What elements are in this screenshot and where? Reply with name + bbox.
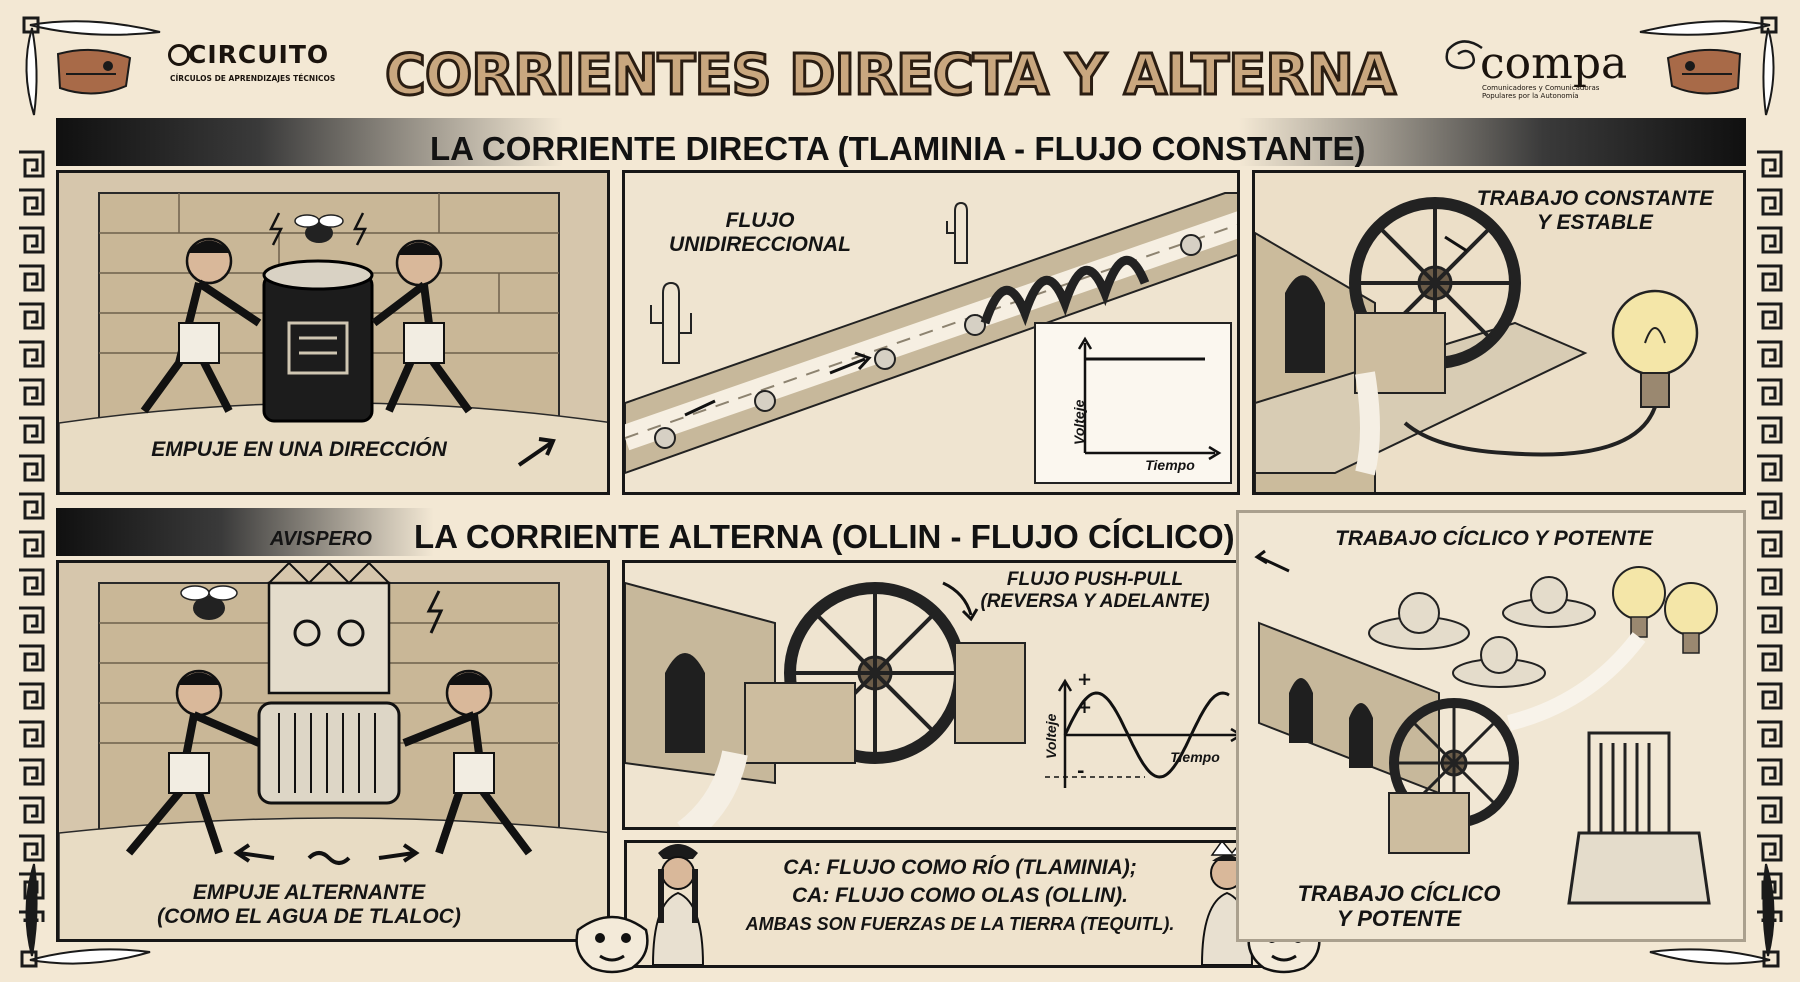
compa-swirl-icon [1445, 40, 1483, 70]
ac-graph-ylabel: Volteje [1043, 713, 1059, 759]
light-bulb-icon [1664, 582, 1718, 654]
dc-push-panel: EMPUJE EN UNA DIRECCIÓN [56, 170, 610, 495]
millstone-icon [1368, 576, 1596, 688]
dc-section-title: LA CORRIENTE DIRECTA (TLAMINIA - FLUJO C… [430, 130, 1366, 167]
ac-section-title: LA CORRIENTE ALTERNA (OLLIN - FLUJO CÍCL… [414, 518, 1235, 555]
dc-flow-caption-line2: UNIDIRECCIONAL [669, 233, 851, 257]
xiuhcoatl-head-icon [1666, 48, 1742, 95]
dc-work-caption-line2: Y ESTABLE [1537, 211, 1653, 235]
serpent-icon [980, 256, 1150, 327]
compa-logo: compa Comunicadores y Comunicadoras Popu… [1442, 34, 1632, 100]
feather-icon [20, 863, 151, 968]
cactus-icon [650, 281, 692, 364]
feather-icon [22, 16, 161, 116]
ac-graph-plus-mark-2: + [1077, 697, 1092, 718]
circuito-logo: CIRCUITO CÍRCULOS DE APRENDIZAJES TÉCNIC… [168, 40, 336, 90]
circuito-logo-name: CIRCUITO [188, 40, 330, 69]
generator-coil [257, 701, 401, 805]
loom-icon [1567, 731, 1711, 905]
ancient-figure-left [125, 669, 261, 856]
ac-push-caption-line2: (COMO EL AGUA DE TLALOC) [157, 905, 461, 929]
ac-work-caption-bottom: TRABAJO CÍCLICO Y POTENTE [1289, 881, 1509, 932]
summary-line1: CA: FLUJO COMO RÍO (TLAMINIA); [783, 856, 1137, 879]
xiuhcoatl-head-icon [56, 48, 132, 95]
ac-flow-panel: + + - FLUJO PUSH-PULL (REVERSA Y ADELANT… [622, 560, 1240, 830]
ac-work-caption-bottom-line1: TRABAJO CÍCLICO [1297, 881, 1501, 906]
dc-work-panel: TRABAJO CONSTANTE Y ESTABLE [1252, 170, 1746, 495]
light-bulb-icon [1612, 566, 1666, 638]
dc-graph-ylabel: Volteje [1071, 399, 1087, 445]
ancient-figure-left [140, 237, 262, 414]
water-wheel-icon [1349, 197, 1521, 369]
ac-work-caption-bottom-line2: Y POTENTE [1336, 906, 1462, 932]
dc-title-band [56, 118, 1746, 166]
dc-flow-illustration [625, 173, 1237, 492]
compa-logo-name: compa [1480, 38, 1628, 89]
ac-push-caption: EMPUJE ALTERNANTE (COMO EL AGUA DE TLALO… [79, 881, 539, 929]
dc-work-caption: TRABAJO CONSTANTE Y ESTABLE [1445, 187, 1743, 235]
dc-work-caption-line1: TRABAJO CONSTANTE [1476, 187, 1714, 210]
ac-work-panel: TRABAJO CÍCLICO Y POTENTE TRABAJO CÍCLIC… [1236, 510, 1746, 942]
feather-icon [1639, 16, 1778, 116]
dc-push-caption: EMPUJE EN UNA DIRECCIÓN [151, 438, 447, 461]
circuito-ring-icon [168, 44, 190, 66]
summary-text: CA: FLUJO COMO RÍO (TLAMINIA); CA: FLUJO… [700, 854, 1220, 938]
ac-work-illustration [1239, 513, 1743, 939]
wasp-icon [180, 585, 238, 620]
dc-flow-caption-line1: FLUJO [725, 209, 795, 232]
feather-icon [1649, 863, 1780, 968]
summary-box [624, 840, 1284, 968]
summary-line2: CA: FLUJO COMO OLAS (OLLIN). [792, 884, 1128, 907]
lightning-icon [268, 212, 284, 246]
dc-graph-box [1034, 322, 1232, 484]
dc-graph-xlabel: Tiempo [1145, 457, 1195, 473]
arrow-left-icon [1254, 549, 1268, 565]
arrow-up-right-icon [538, 437, 556, 456]
compa-logo-subtitle: Comunicadores y Comunicadoras Populares … [1482, 84, 1600, 100]
ac-work-caption-top: TRABAJO CÍCLICO Y POTENTE [1335, 527, 1653, 550]
main-title: CORRIENTES DIRECTA Y ALTERNA [384, 42, 1400, 110]
ac-flow-caption: FLUJO PUSH-PULL (REVERSA Y ADELANTE) [965, 569, 1225, 613]
lightning-icon [352, 212, 368, 246]
main-title-text: CORRIENTES DIRECTA Y ALTERNA [385, 43, 1397, 108]
rotation-arrow-icon [961, 608, 979, 622]
circuito-logo-subtitle: CÍRCULOS DE APRENDIZAJES TÉCNICOS [170, 74, 336, 83]
wasp-icon [294, 214, 344, 243]
ac-title-band [56, 508, 1236, 556]
dc-work-illustration [1255, 173, 1743, 492]
aztec-woman-figure-left [651, 844, 705, 965]
cactus-icon [946, 201, 968, 264]
ac-flow-caption-line2: (REVERSA Y ADELANTE) [980, 590, 1210, 612]
alternating-arrows-icon [233, 843, 420, 865]
avispero-label: AVISPERO [270, 528, 372, 550]
ac-flow-illustration: + + - [625, 563, 1237, 827]
ac-graph-xlabel: Tiempo [1170, 749, 1220, 765]
ancient-figure-right [371, 239, 473, 414]
wire-line [1403, 406, 1657, 457]
ancient-figure-right [402, 669, 533, 856]
ac-graph-minus-mark: - [1077, 761, 1084, 782]
summary-line3: AMBAS SON FUERZAS DE LA TIERRA (TEQUITL)… [745, 914, 1175, 934]
ac-push-caption-line1: EMPUJE ALTERNANTE [192, 881, 426, 904]
flow-arrow-icon [854, 351, 872, 371]
jaguar-head-icon [575, 915, 649, 974]
ac-push-panel: EMPUJE ALTERNANTE (COMO EL AGUA DE TLALO… [56, 560, 610, 942]
ac-push-illustration [59, 563, 607, 939]
dc-push-illustration [59, 173, 607, 492]
light-bulb-icon [1611, 289, 1699, 408]
ac-graph-plus-mark: + [1077, 669, 1092, 690]
left-fret-border-icon [16, 150, 46, 922]
ac-flow-caption-line1: FLUJO PUSH-PULL [1006, 569, 1184, 590]
tlaloc-idol [267, 563, 391, 695]
right-fret-border-icon [1754, 150, 1784, 922]
dc-flow-caption: FLUJO UNIDIRECCIONAL [665, 209, 855, 257]
lightning-icon [426, 590, 444, 634]
ac-sine-wave [1063, 691, 1230, 779]
dc-flow-panel: FLUJO UNIDIRECCIONAL Volteje Tiempo [622, 170, 1240, 495]
